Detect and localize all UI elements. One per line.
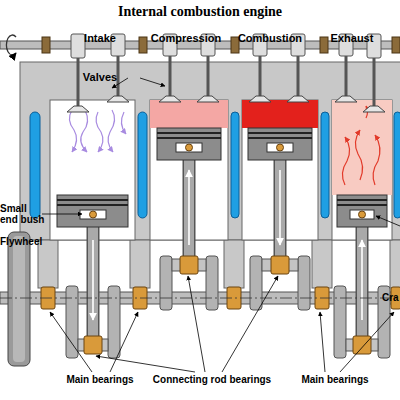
part-label: Cra <box>382 292 400 303</box>
part-label: Connecting rod bearings <box>142 374 282 385</box>
stroke-label: Combustion <box>230 32 310 44</box>
stroke-label: Compression <box>146 32 226 44</box>
motion-arrows <box>93 170 362 320</box>
small-end-bushes <box>80 143 374 219</box>
exhaust-flow <box>342 106 379 185</box>
connecting-rods <box>93 146 362 345</box>
stroke-label: Intake <box>65 32 135 44</box>
part-label: Main bearings <box>55 374 145 385</box>
flywheel-face <box>13 236 25 362</box>
small-end-pins <box>90 144 366 218</box>
combustion-flame <box>242 100 318 128</box>
piston-rings <box>57 133 387 205</box>
valve-stems <box>78 56 374 110</box>
compressed-charge <box>150 100 228 128</box>
exhaust-gas <box>332 100 392 195</box>
cylinder-bores <box>50 100 392 240</box>
part-label: Valves <box>70 71 130 83</box>
part-label: Main bearings <box>290 374 380 385</box>
rod-bearings <box>84 256 371 354</box>
intake-flow <box>69 110 126 152</box>
crank-webs <box>66 256 390 358</box>
part-label: Flywheel <box>0 236 60 247</box>
leader-lines <box>42 78 400 372</box>
crank-pins <box>78 259 378 351</box>
valve-heads <box>67 96 385 112</box>
diagram-title: Internal combustion engine <box>0 4 400 20</box>
pistons <box>57 128 387 227</box>
stroke-label: Exhaust <box>317 32 387 44</box>
part-label: Small end bush <box>0 203 46 225</box>
centre-line <box>0 298 400 299</box>
rotation-arrow <box>6 35 16 55</box>
flywheel <box>8 232 30 366</box>
